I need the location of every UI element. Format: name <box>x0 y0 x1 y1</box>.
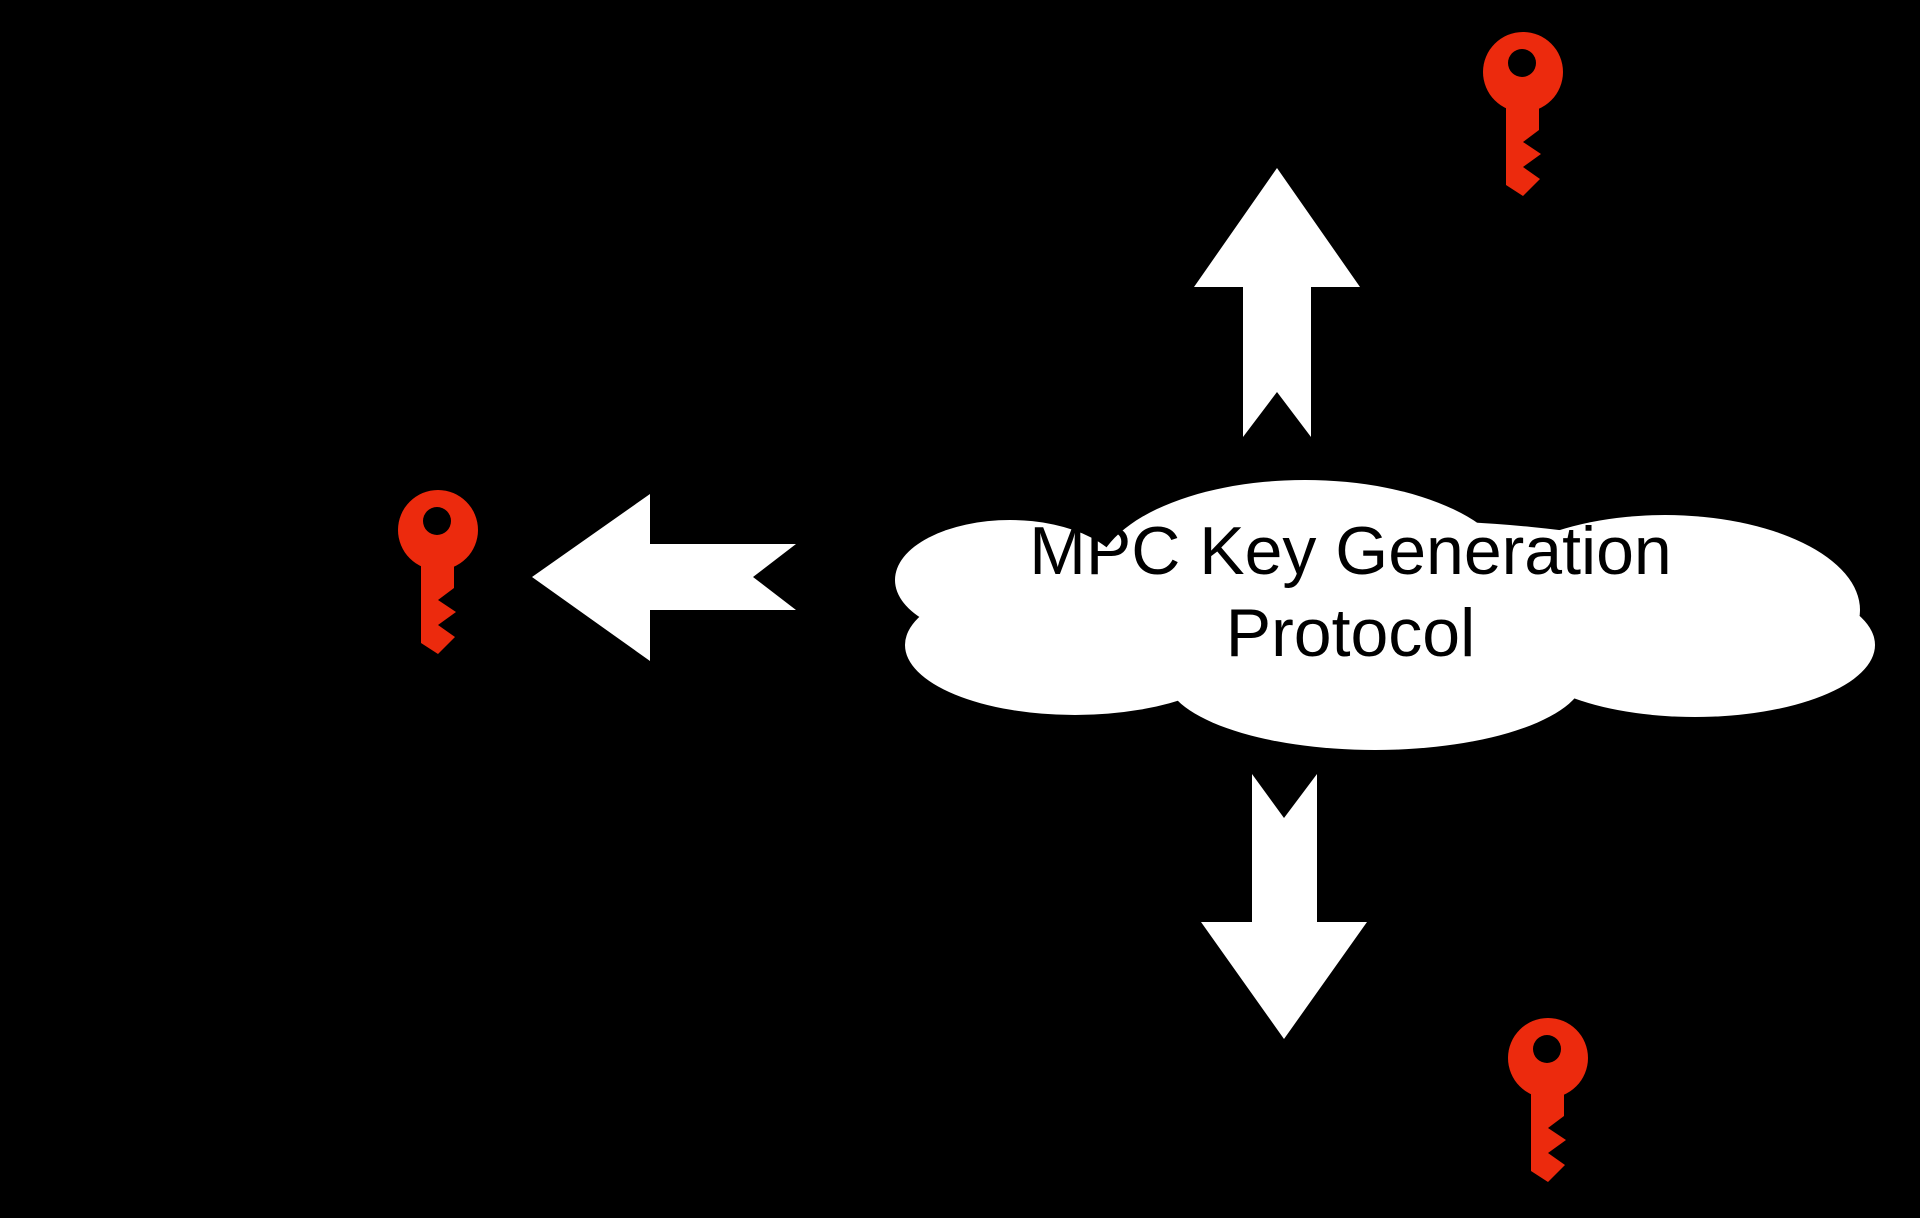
down-arrow <box>1201 774 1367 1039</box>
key-icon-left <box>398 490 478 654</box>
cloud-bumps <box>895 480 1875 750</box>
cloud-label-line2: Protocol <box>1225 595 1476 671</box>
key-icon-body <box>1508 1018 1588 1182</box>
key-shaft <box>1506 92 1541 196</box>
key-hole <box>1508 49 1536 77</box>
key-icon-body <box>1483 32 1563 196</box>
key-icon-body <box>398 490 478 654</box>
cloud-bump-center <box>1005 520 1765 700</box>
cloud-shape <box>895 480 1875 750</box>
down-arrow-shape <box>1201 774 1367 1039</box>
key-icon-top-right <box>1483 32 1563 196</box>
up-arrow <box>1194 168 1360 437</box>
up-arrow-shape <box>1194 168 1360 437</box>
key-hole <box>1533 1035 1561 1063</box>
left-arrow <box>532 494 796 661</box>
key-hole <box>423 507 451 535</box>
cloud-label: MPC Key Generation Protocol <box>858 510 1843 674</box>
key-icon-bottom-right <box>1508 1018 1588 1182</box>
cloud-label-line1: MPC Key Generation <box>1029 513 1672 589</box>
key-shaft <box>1531 1078 1566 1182</box>
left-arrow-shape <box>532 494 796 661</box>
key-shaft <box>421 550 456 654</box>
